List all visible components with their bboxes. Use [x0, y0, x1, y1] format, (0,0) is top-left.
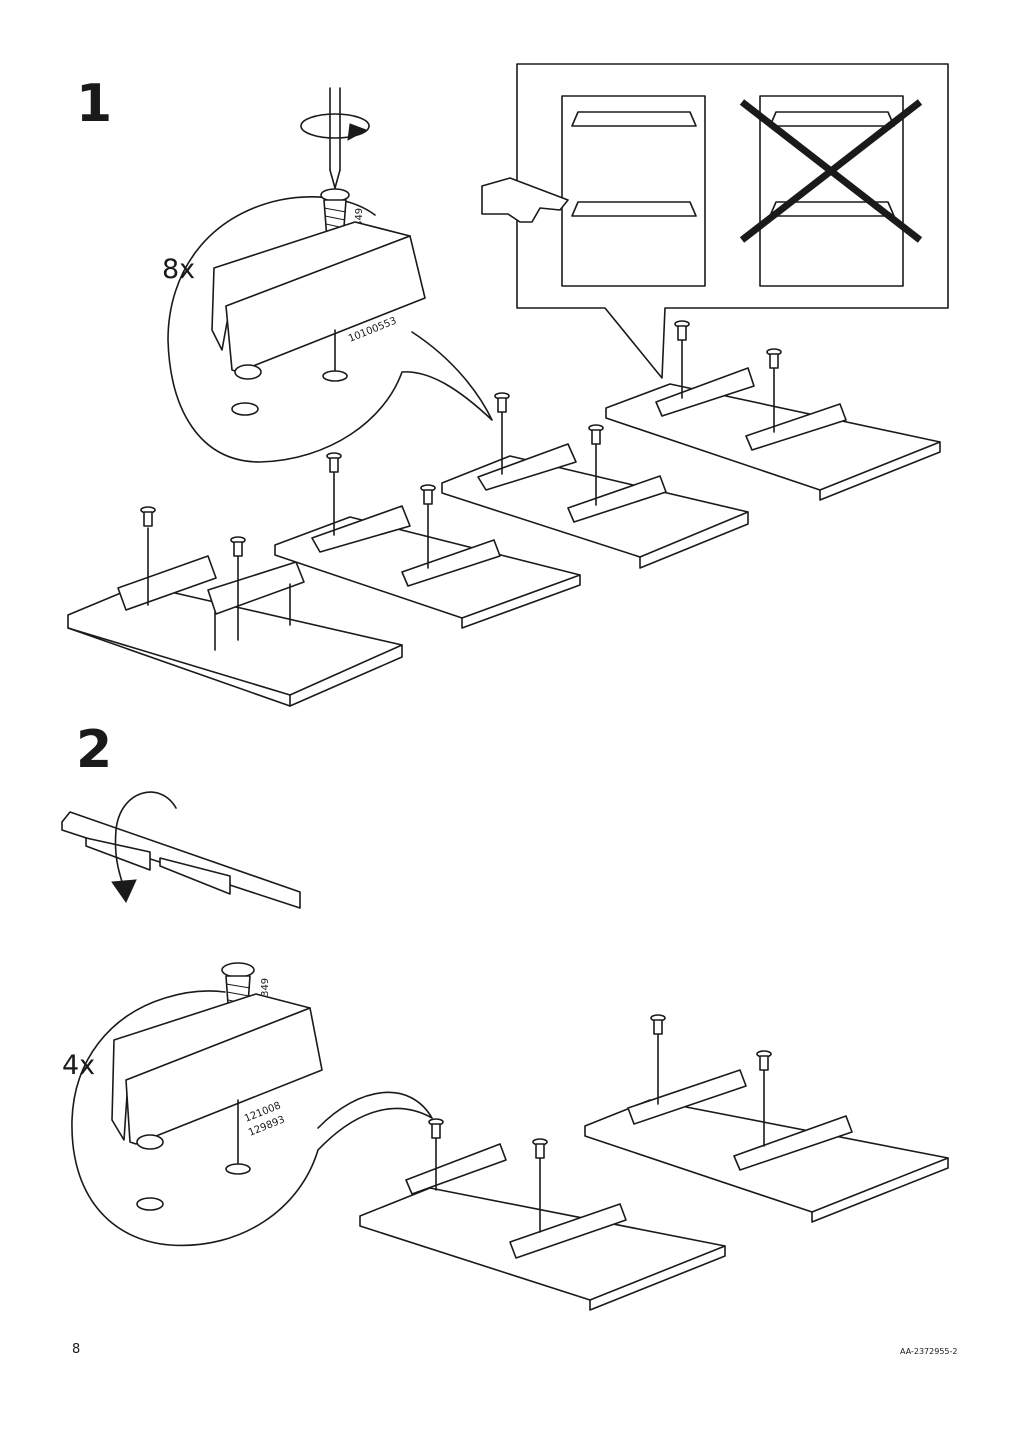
- step-2-number: 2: [76, 720, 113, 780]
- pointing-hand-icon: [481, 177, 569, 223]
- step-2-magnifier-callout-icon: [71, 990, 433, 1247]
- step-1-number: 1: [76, 74, 113, 134]
- step-2-flip-board-shelf-board-icon: [61, 811, 301, 909]
- document-code: AA-2372955-2: [900, 1347, 958, 1356]
- cross-out-icon: [739, 99, 923, 243]
- step-2-small-screws: [428, 1014, 772, 1159]
- step-1-magnifier-callout-icon: [167, 196, 493, 463]
- step-1-board-1-shelf-board-icon: [67, 527, 403, 707]
- step-2-board-1-shelf-board-icon: [359, 1137, 726, 1311]
- detail-box: [516, 63, 949, 379]
- step-2-callout-rail-icon: [111, 993, 323, 1211]
- step-2-screw-icon: [221, 962, 255, 1019]
- callout-rail-icon: [211, 221, 426, 416]
- step-1-board-2-shelf-board-icon: [274, 469, 581, 629]
- page-number: 8: [72, 1342, 81, 1357]
- step-1-board-4-shelf-board-icon: [605, 339, 941, 501]
- flip-arrow-icon: [111, 791, 177, 904]
- step-2-board-2-shelf-board-icon: [584, 1033, 949, 1223]
- screwdriver-icon: [329, 87, 341, 189]
- rotate-arrow-icon: [300, 113, 370, 141]
- step-1-small-screws: [140, 320, 782, 557]
- step-1-board-3-shelf-board-icon: [441, 409, 749, 569]
